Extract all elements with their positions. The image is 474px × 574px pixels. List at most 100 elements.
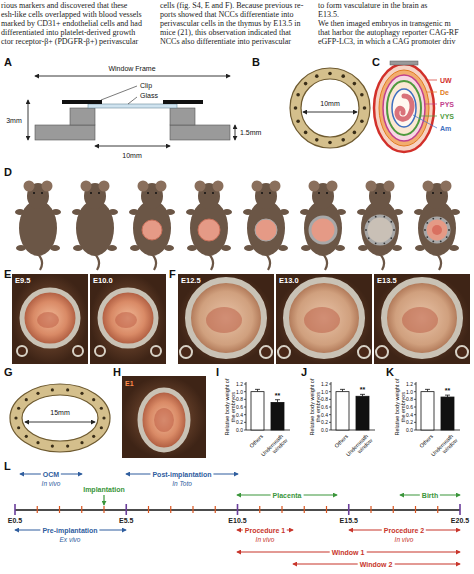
mouse bbox=[414, 181, 460, 271]
embryo bbox=[402, 307, 438, 333]
suture-hole bbox=[424, 229, 426, 231]
panel-letter: D bbox=[4, 167, 12, 178]
suture-hole bbox=[383, 242, 385, 244]
day-label: E15.5 bbox=[340, 517, 358, 524]
mount-ring bbox=[376, 346, 388, 358]
mouse-ear bbox=[366, 181, 377, 192]
axis-tick bbox=[329, 422, 331, 423]
stage-label: E10.0 bbox=[93, 277, 113, 285]
day-tick bbox=[437, 506, 438, 513]
axis-tick bbox=[414, 414, 416, 415]
window-frame bbox=[170, 125, 230, 140]
suture-hole bbox=[353, 82, 357, 86]
suture-hole bbox=[446, 236, 448, 238]
mouse-ear bbox=[309, 181, 320, 192]
panel-letter: H bbox=[113, 367, 121, 378]
suture-hole bbox=[315, 138, 319, 142]
suture-hole bbox=[390, 237, 392, 239]
mouse-tail bbox=[152, 254, 156, 270]
mouse-tail bbox=[95, 254, 99, 270]
tick-label: 0.0 bbox=[321, 428, 328, 433]
window-opening bbox=[22, 395, 98, 441]
window-ring bbox=[286, 280, 362, 356]
body-text: eGFP-LC3, in which a CAG promoter driv bbox=[318, 38, 456, 46]
suture-hole bbox=[51, 444, 54, 447]
mouse-eye bbox=[90, 192, 92, 194]
mouse-eye bbox=[41, 192, 43, 194]
bar bbox=[421, 392, 434, 430]
period-label: Procedure 2 bbox=[382, 527, 426, 534]
method-label: In vivo bbox=[395, 537, 414, 544]
parietal-yolk-sac bbox=[383, 75, 425, 141]
window-ring bbox=[100, 290, 156, 346]
panel-letter: C bbox=[372, 57, 380, 68]
suture-hole bbox=[14, 416, 17, 419]
window-frame bbox=[170, 108, 195, 125]
axis-tick bbox=[329, 407, 331, 408]
photo bbox=[12, 274, 88, 364]
day-tick bbox=[304, 506, 305, 513]
day-label: E0.5 bbox=[8, 517, 22, 524]
window-glass bbox=[390, 61, 418, 65]
suture-hole bbox=[390, 221, 392, 223]
mouse-eye bbox=[383, 192, 385, 194]
tick-label: 0.6 bbox=[236, 405, 243, 410]
day-tick bbox=[81, 506, 82, 513]
suture-hole bbox=[51, 388, 54, 391]
category-label: Others bbox=[333, 433, 349, 449]
dimension-line bbox=[95, 146, 170, 147]
body-text: cells (fig. S4, E and F). Because previo… bbox=[160, 2, 303, 10]
dimension-label: 1.5mm bbox=[240, 129, 261, 136]
day-tick bbox=[37, 506, 38, 513]
bar-chart bbox=[244, 382, 290, 430]
tick-label: 1.0 bbox=[236, 389, 243, 394]
day-tick bbox=[170, 506, 171, 513]
day-tick bbox=[215, 506, 216, 513]
suture-hole bbox=[368, 237, 370, 239]
axis-tick bbox=[244, 422, 246, 423]
day-tick bbox=[237, 504, 239, 515]
method-label: Ex vivo bbox=[60, 537, 81, 544]
photo bbox=[90, 274, 166, 364]
error-bar bbox=[275, 399, 280, 400]
body-text: ports showed that NCCs differentiate int… bbox=[160, 11, 293, 19]
abdominal-window bbox=[142, 220, 162, 240]
method-label: In Toto bbox=[172, 481, 192, 488]
leader-line bbox=[420, 116, 437, 117]
tick-label: 0.8 bbox=[321, 397, 328, 402]
photo-background bbox=[122, 376, 206, 458]
embryo bbox=[37, 312, 59, 328]
day-tick bbox=[259, 506, 260, 513]
panel-c bbox=[374, 61, 437, 152]
window-ring bbox=[140, 390, 188, 450]
day-tick bbox=[459, 504, 461, 515]
axis-tick bbox=[244, 407, 246, 408]
y-axis bbox=[331, 382, 332, 430]
stage-label: E13.5 bbox=[377, 277, 397, 285]
mouse-ear bbox=[270, 181, 281, 192]
panel-letter: A bbox=[4, 57, 12, 68]
bar bbox=[271, 402, 284, 430]
panel-b bbox=[290, 68, 370, 148]
body-text: perivascular cells in the thymus by E13.… bbox=[160, 20, 300, 28]
method-label: In vivo bbox=[42, 481, 61, 488]
day-tick bbox=[370, 506, 371, 513]
embryo bbox=[206, 307, 242, 333]
axis-tick bbox=[244, 399, 246, 400]
axis-tick bbox=[414, 391, 416, 392]
day-label: E5.5 bbox=[119, 517, 133, 524]
mouse-ear bbox=[327, 181, 338, 192]
error-bar bbox=[425, 389, 430, 390]
significance-mark: ** bbox=[275, 391, 280, 398]
mouse bbox=[72, 181, 118, 271]
stage-label: E13.0 bbox=[279, 277, 299, 285]
panel-letter: K bbox=[386, 367, 394, 378]
suture-hole bbox=[304, 131, 308, 135]
tick-label: 0.0 bbox=[236, 428, 243, 433]
suture-hole bbox=[365, 229, 367, 231]
suture-hole bbox=[328, 141, 332, 145]
mouse-eye bbox=[326, 192, 328, 194]
suture-hole bbox=[448, 229, 450, 231]
layer-label: Am bbox=[440, 125, 451, 132]
axis-tick bbox=[329, 414, 331, 415]
